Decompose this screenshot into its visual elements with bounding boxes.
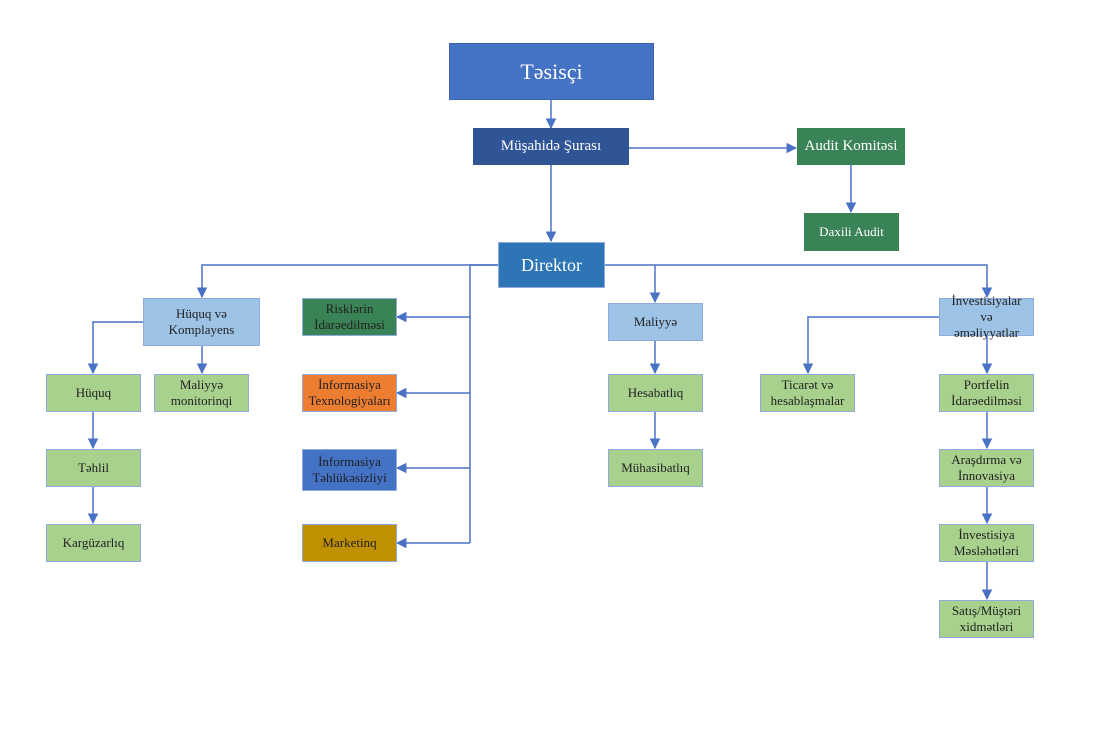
line-investments-trade [802,316,939,375]
node-trade-settlements-line-1: Ticarət və [781,376,834,392]
node-audit-committee: Audit Komitəsi [797,128,905,165]
node-portfolio-management-line-2: İdarəedilməsi [951,393,1022,408]
node-audit-committee-label: Audit Komitəsi [804,138,898,155]
node-risk-management: Risklərin İdarəedilməsi [302,298,397,336]
node-marketing: Marketinq [302,524,397,562]
node-internal-audit: Daxili Audit [804,213,899,251]
node-research-innovation-line-1: Araşdırma və [951,451,1022,467]
node-reporting-label: Hesabatlıq [627,384,684,400]
node-trade-settlements: Ticarət və hesablaşmalar [760,374,855,412]
node-legal-compliance: Hüquq və Komplayens [143,298,260,346]
node-legal: Hüquq [46,374,141,412]
node-analysis-label: Təhlil [77,459,110,475]
node-sales-client-services-line-1: Satış/Müştəri [951,602,1022,618]
node-director-label: Direktor [521,254,582,275]
node-portfolio-management: Portfelin İdarəedilməsi [939,374,1034,412]
node-founder-label: Təsisçi [520,58,583,84]
node-sales-client-services-line-2: xidmətləri [959,619,1014,634]
node-supervisory-board-label: Müşahidə Şurası [500,138,602,155]
node-research-innovation-line-2: İnnovasiya [957,468,1016,483]
node-legal-compliance-line-2: Komplayens [168,322,235,337]
node-risk-management-line-2: İdarəedilməsi [314,317,385,332]
node-clerical: Kargüzarlıq [46,524,141,562]
line-director-trunk [469,264,498,543]
line-legalcompliance-legal [87,321,143,375]
node-reporting: Hesabatlıq [608,374,703,412]
node-marketing-label: Marketinq [322,534,377,550]
node-portfolio-management-line-1: Portfelin [963,376,1010,392]
node-investments-operations: İnvestisiyalar və əməliyyatlar [939,293,1034,340]
node-internal-audit-label: Daxili Audit [819,223,884,239]
line-director-legalcompliance [196,264,498,299]
node-finance: Maliyyə [608,303,703,341]
node-investment-advice: İnvestisiya Məsləhətləri [939,524,1034,562]
node-finance-label: Maliyyə [633,313,678,329]
node-information-technologies-line-1: İnformasiya [318,376,381,392]
node-analysis: Təhlil [46,449,141,487]
node-accounting-label: Mühasibatlıq [621,459,690,475]
node-information-security: İnformasiya Təhlükəsizliyi [302,449,397,491]
node-research-innovation: Araşdırma və İnnovasiya [939,449,1034,487]
node-investments-operations-line-2: əməliyyatlar [954,325,1019,341]
node-financial-monitoring: Maliyyə monitorinqi [154,374,249,412]
node-founder: Təsisçi [449,43,654,100]
node-investment-advice-line-2: Məsləhətləri [954,543,1019,558]
line-director-investments [605,264,993,299]
node-trade-settlements-line-2: hesablaşmalar [770,393,845,408]
node-director: Direktor [498,242,605,288]
node-information-security-line-2: Təhlükəsizliyi [312,470,387,485]
node-information-technologies: İnformasiya Texnologiyaları [302,374,397,412]
node-financial-monitoring-line-2: monitorinqi [170,393,233,408]
node-accounting: Mühasibatlıq [608,449,703,487]
node-clerical-label: Kargüzarlıq [62,534,125,550]
node-risk-management-line-1: Risklərin [325,300,374,316]
node-information-security-line-1: İnformasiya [318,453,381,469]
node-information-technologies-line-2: Texnologiyaları [308,393,391,408]
node-investments-operations-line-1: İnvestisiyalar və [951,292,1022,324]
node-legal-compliance-line-1: Hüquq və [176,305,227,321]
node-investment-advice-line-1: İnvestisiya [958,526,1015,542]
node-financial-monitoring-line-1: Maliyyə [179,376,224,392]
node-legal-label: Hüquq [75,384,112,400]
node-sales-client-services: Satış/Müştəri xidmətləri [939,600,1034,638]
node-supervisory-board: Müşahidə Şurası [473,128,629,165]
